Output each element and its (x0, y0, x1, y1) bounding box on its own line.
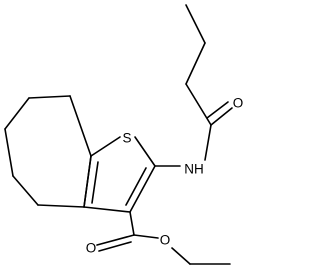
bond (210, 107, 233, 126)
ester-ether-oxygen-label: O (160, 233, 171, 248)
ester-carbonyl-oxygen-label: O (86, 241, 97, 256)
bond (171, 247, 191, 265)
ethyl-ester-group (96, 211, 231, 265)
bond (134, 136, 156, 167)
bond (206, 101, 229, 119)
bond (91, 161, 99, 204)
bond (204, 124, 212, 161)
amide-nitrogen-label: NH (184, 162, 204, 177)
bond (96, 234, 135, 246)
bond (129, 211, 135, 236)
bond (129, 165, 156, 213)
bond (185, 4, 206, 44)
cycloheptane-ring (4, 95, 92, 208)
butanamide-group (154, 4, 233, 167)
bond (4, 97, 30, 130)
bond (133, 234, 159, 239)
amide-oxygen-label: O (233, 96, 244, 111)
bond (69, 95, 92, 157)
bond (125, 167, 147, 206)
bond (28, 95, 71, 99)
bond (90, 136, 121, 157)
bond (12, 175, 39, 206)
bond (98, 241, 132, 252)
structure-svg: S O NH O O (4, 4, 244, 265)
thiophene-ring (83, 136, 156, 213)
bond (185, 83, 212, 126)
bond (83, 206, 131, 213)
molecule-diagram: S O NH O O (4, 4, 244, 265)
bond (83, 155, 92, 208)
bond (185, 42, 206, 85)
bond (4, 128, 14, 177)
sulfur-atom-label: S (122, 131, 131, 146)
bond (37, 204, 85, 208)
